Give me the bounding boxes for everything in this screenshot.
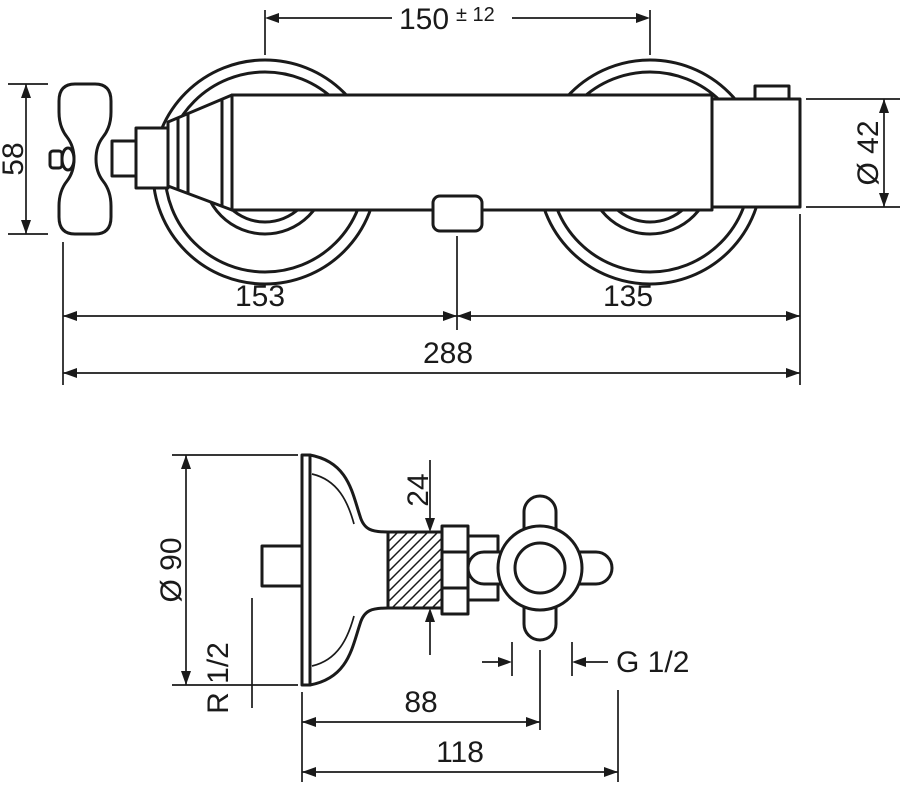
dimension-right-section: 135 <box>457 280 800 321</box>
dim-153-label: 153 <box>235 280 285 313</box>
arrow-right-icon <box>526 717 540 727</box>
arrow-right-icon <box>786 311 800 321</box>
arrow-down-icon <box>879 193 889 207</box>
dim-42-label: Ø 42 <box>852 120 885 185</box>
arrow-left-icon <box>63 368 77 378</box>
escutcheon-profile <box>300 453 390 687</box>
arrow-right-icon <box>636 13 650 23</box>
dim-118-label: 118 <box>436 736 484 769</box>
arrow-left-icon <box>302 717 316 727</box>
dim-g12-label: G 1/2 <box>616 646 689 679</box>
thread-hatching <box>387 531 443 609</box>
arrow-down-icon <box>181 671 191 685</box>
dimension-total-width: 288 <box>63 337 800 378</box>
arrow-up-icon <box>21 84 31 98</box>
dim-135-label: 135 <box>603 280 653 313</box>
dimension-wall-to-handle: 88 <box>302 650 541 730</box>
dimension-handle-height: 58 <box>0 83 48 235</box>
extension-lines-bottom <box>62 214 801 385</box>
bottom-outlet <box>431 194 484 233</box>
arrow-down-icon <box>21 220 31 234</box>
label-wall-thread: R 1/2 <box>202 598 253 714</box>
arrow-left-icon <box>572 657 586 667</box>
dimension-body-diameter: Ø 42 <box>806 98 900 208</box>
dimension-escutcheon-diameter: Ø 90 <box>155 454 298 686</box>
cross-handle-side <box>48 82 113 236</box>
arrow-right-icon <box>786 368 800 378</box>
dim-150-tolerance-label: ± 12 <box>456 4 495 26</box>
front-view: 150 ± 12 Ø 42 58 <box>0 3 900 385</box>
dimension-hex-size: 24 <box>402 460 435 655</box>
arrow-right-icon <box>498 657 512 667</box>
handle-stem <box>110 126 170 190</box>
dim-58-label: 58 <box>0 142 30 175</box>
dimension-center-distance: 150 ± 12 <box>264 3 651 55</box>
dim-288-label: 288 <box>423 337 473 370</box>
arrow-right-icon <box>443 311 457 321</box>
threaded-connector <box>386 530 444 610</box>
dimension-total-projection: 118 <box>302 690 619 782</box>
arrow-left-icon <box>457 311 471 321</box>
arrow-up-icon <box>425 608 435 622</box>
side-view: Ø 90 24 G 1/2 88 <box>155 453 689 782</box>
cross-handle-front <box>466 494 614 642</box>
dim-150-label: 150 <box>399 3 449 36</box>
arrow-up-icon <box>181 455 191 469</box>
dim-24-label: 24 <box>402 473 435 506</box>
dimension-left-section: 153 <box>63 280 457 321</box>
hex-nut <box>440 524 470 616</box>
wall-supply-pipe <box>260 544 304 588</box>
arrow-left-icon <box>265 13 279 23</box>
dimension-outlet-thread: G 1/2 <box>482 642 689 679</box>
dim-88-label: 88 <box>404 686 437 719</box>
arrow-left-icon <box>63 311 77 321</box>
arrow-up-icon <box>879 99 889 113</box>
arrow-down-icon <box>425 518 435 532</box>
arrow-left-icon <box>302 767 316 777</box>
dim-90-label: Ø 90 <box>155 537 188 602</box>
mixer-body <box>230 84 802 212</box>
dim-r12-label: R 1/2 <box>202 642 235 714</box>
arrow-right-icon <box>604 767 618 777</box>
